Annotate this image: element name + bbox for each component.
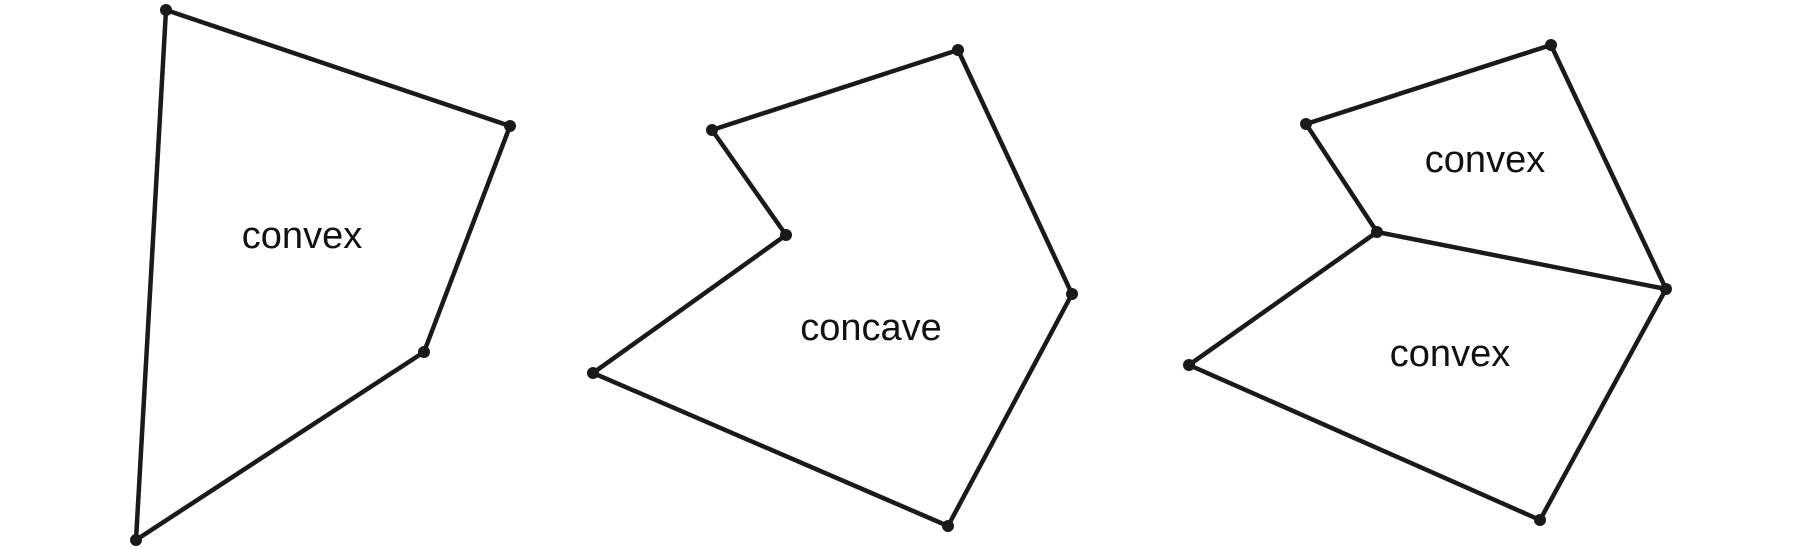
vertex-dot	[1183, 359, 1195, 371]
vertex-dot	[706, 124, 718, 136]
split-polygon-diagonal	[1374, 229, 1669, 292]
concave-polygon-panel: concave	[587, 44, 1078, 532]
vertex-dot	[130, 534, 142, 546]
split-polygon-top-label: convex	[1425, 139, 1545, 181]
convex-polygon-outline	[133, 7, 513, 543]
split-polygon-bottom-label: convex	[1390, 333, 1510, 375]
vertex-dot	[504, 120, 516, 132]
convex-polygon-label: convex	[242, 215, 362, 257]
vertex-dot	[160, 4, 172, 16]
split-polygon-panel: convex convex	[1183, 39, 1672, 526]
vertex-dot	[1300, 118, 1312, 130]
vertex-dot	[418, 346, 430, 358]
vertex-dot	[1066, 288, 1078, 300]
split-polygon-outline	[1186, 42, 1669, 523]
concave-polygon-label: concave	[800, 307, 942, 349]
vertex-dot	[1660, 283, 1672, 295]
convex-polygon-panel: convex	[130, 4, 516, 546]
vertex-dot	[1545, 39, 1557, 51]
vertex-dot	[952, 44, 964, 56]
concave-polygon-outline	[590, 47, 1075, 529]
vertex-dot	[587, 367, 599, 379]
vertex-dot	[1371, 226, 1383, 238]
vertex-dot	[942, 520, 954, 532]
vertex-dot	[1534, 514, 1546, 526]
vertex-dot	[780, 229, 792, 241]
